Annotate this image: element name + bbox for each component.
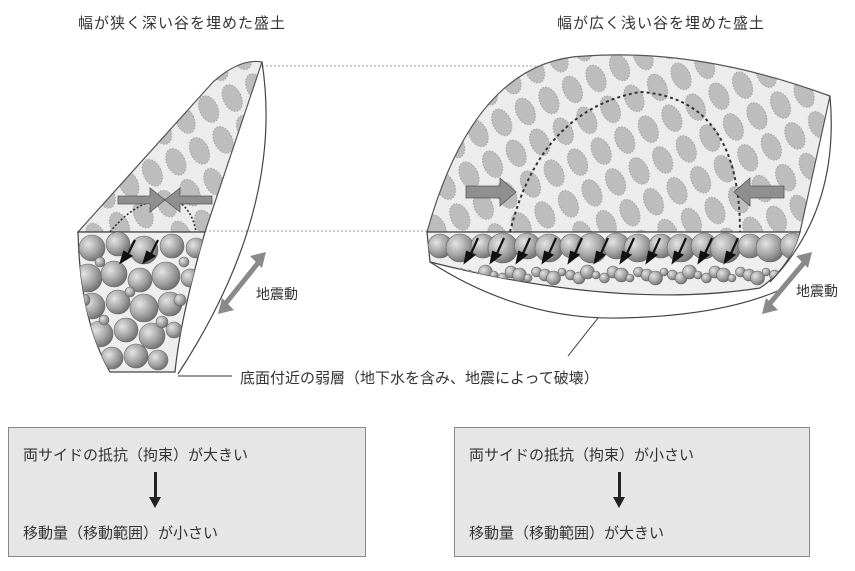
weak-layer-leader-right — [568, 318, 598, 356]
seismic-arrow-left — [218, 252, 266, 314]
seismic-label-right: 地震動 — [796, 281, 838, 301]
result-box-narrow: 両サイドの抵抗（拘束）が大きい 移動量（移動範囲）が小さい — [8, 427, 366, 557]
down-arrow-icon — [154, 472, 157, 498]
box-wide-movement: 移動量（移動範囲）が大きい — [469, 522, 664, 543]
weak-layer-label: 底面付近の弱層（地下水を含み、地震によって破壊） — [240, 367, 599, 388]
narrow-valley-fill — [74, 61, 266, 374]
box-narrow-resistance: 両サイドの抵抗（拘束）が大きい — [23, 444, 248, 465]
box-narrow-movement: 移動量（移動範囲）が小さい — [23, 522, 218, 543]
seismic-label-left: 地震動 — [256, 284, 298, 304]
title-wide-valley: 幅が広く浅い谷を埋めた盛土 — [557, 12, 765, 33]
down-arrow-icon — [618, 472, 621, 498]
result-box-wide: 両サイドの抵抗（拘束）が小さい 移動量（移動範囲）が大きい — [454, 427, 810, 557]
box-wide-resistance: 両サイドの抵抗（拘束）が小さい — [469, 444, 694, 465]
title-narrow-valley: 幅が狭く深い谷を埋めた盛土 — [78, 12, 286, 33]
